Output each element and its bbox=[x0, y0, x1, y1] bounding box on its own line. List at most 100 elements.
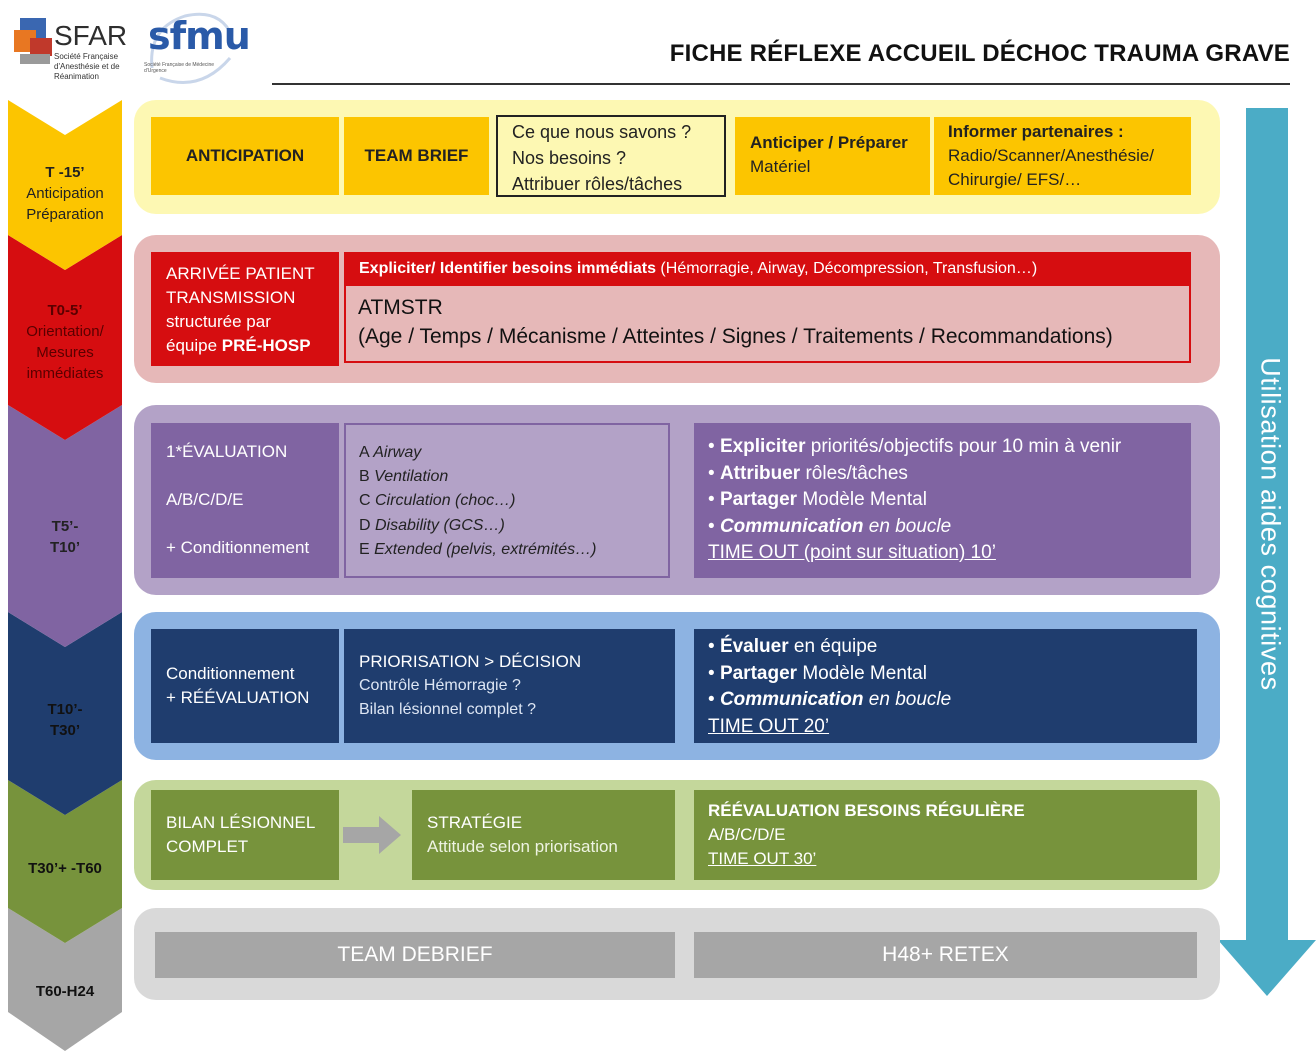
retex-box: H48+ RETEX bbox=[694, 932, 1197, 978]
abcde-a-text: Airway bbox=[373, 444, 422, 461]
conditioning-line-1: Conditionnement bbox=[166, 664, 295, 683]
abcde-c-text: Circulation (choc…) bbox=[375, 492, 516, 510]
team-eval-item-2-rest: Modèle Mental bbox=[797, 662, 927, 684]
phase-5-time: T30’+ -T60 bbox=[28, 860, 102, 877]
regular-reeval-title: RÉÉVALUATION BESOINS RÉGULIÈRE bbox=[708, 801, 1025, 820]
prepare-box: Anticiper / Préparer Matériel bbox=[735, 117, 930, 195]
priorities-item-3-rest: Modèle Mental bbox=[797, 489, 927, 510]
priorities-box: • Expliciter priorités/objectifs pour 10… bbox=[694, 423, 1191, 578]
atmstr-detail: (Age / Temps / Mécanisme / Atteintes / S… bbox=[358, 324, 1188, 350]
bilan-box: BILAN LÉSIONNEL COMPLET bbox=[151, 790, 339, 880]
priorities-item-2-bold: Attribuer bbox=[719, 462, 801, 484]
abcde-a: A Airway bbox=[359, 441, 668, 465]
priorities-item-4: • Communication en boucle bbox=[708, 515, 952, 537]
chevron-phase-1 bbox=[8, 100, 122, 270]
arrival-line-2: TRANSMISSION bbox=[166, 288, 296, 307]
phase-2-time: T0-5’ bbox=[47, 302, 83, 319]
team-eval-item-2: • Partager Modèle Mental bbox=[708, 662, 927, 684]
phase-3-time: T5’- bbox=[51, 518, 79, 535]
team-eval-box: • Évaluer en équipe • Partager Modèle Me… bbox=[694, 629, 1197, 743]
right-arrow-icon bbox=[343, 816, 401, 854]
sfmu-logo-swirl bbox=[150, 12, 234, 84]
phase-1-line2: Préparation bbox=[26, 206, 104, 223]
prioritization-box: PRIORISATION > DÉCISION Contrôle Hémorra… bbox=[344, 629, 675, 743]
priorities-item-2-rest: rôles/tâches bbox=[800, 462, 908, 484]
phase-5-label: T30’+ -T60 bbox=[6, 858, 124, 879]
priorities-item-4-rest: en boucle bbox=[863, 515, 952, 537]
anticipation-label: ANTICIPATION bbox=[185, 146, 305, 165]
arrival-line-3: structurée par bbox=[166, 312, 271, 331]
know-line-1: Ce que nous savons ? bbox=[512, 122, 692, 142]
team-eval-item-3-rest: en boucle bbox=[863, 689, 952, 710]
title-underline bbox=[272, 83, 1290, 85]
phase-4-label: T10’- T30’ bbox=[6, 699, 124, 741]
abcde-e-letter: E bbox=[359, 540, 375, 558]
abcde-d: D Disability (GCS…) bbox=[359, 514, 668, 538]
abcde-box: A Airway B Ventilation C Circulation (ch… bbox=[344, 423, 670, 578]
page-title: FICHE RÉFLEXE ACCUEIL DÉCHOC TRAUMA GRAV… bbox=[669, 40, 1290, 67]
spacer bbox=[166, 464, 339, 488]
abcde-c-letter: C bbox=[359, 492, 375, 510]
timeout-20: TIME OUT 20’ bbox=[708, 715, 830, 737]
evaluation-cond: + Conditionnement bbox=[166, 538, 310, 557]
needs-header: Expliciter/ Identifier besoins immédiats… bbox=[344, 252, 1191, 286]
chevron-phase-4 bbox=[8, 612, 122, 815]
chevron-phase-5 bbox=[8, 780, 122, 943]
phase-1-time: T -15’ bbox=[45, 164, 85, 181]
team-eval-item-3: • Communication en boucle bbox=[708, 689, 952, 710]
priorities-item-1-rest: priorités/objectifs pour 10 min à venir bbox=[805, 436, 1122, 457]
chevron-phase-2 bbox=[8, 235, 122, 440]
chevron-phase-3 bbox=[8, 405, 122, 647]
evaluation-title: 1*ÉVALUATION bbox=[166, 442, 288, 461]
sfmu-logo-name: sfmu bbox=[148, 14, 251, 58]
abcde-a-letter: A bbox=[359, 444, 374, 461]
evaluation-box: 1*ÉVALUATION A/B/C/D/E + Conditionnement bbox=[151, 423, 339, 578]
inform-title: Informer partenaires : bbox=[948, 122, 1124, 141]
abcde-c: C Circulation (choc…) bbox=[359, 489, 668, 513]
chevron-phase-6 bbox=[8, 908, 122, 1051]
team-brief-box: TEAM BRIEF bbox=[344, 117, 489, 195]
timeline-chevrons bbox=[8, 100, 122, 1051]
prioritization-line-1: Contrôle Hémorragie ? bbox=[359, 677, 521, 694]
arrival-line-4: équipe PRÉ-HOSP bbox=[166, 334, 339, 358]
what-we-know-box: Ce que nous savons ? Nos besoins ? Attri… bbox=[496, 115, 726, 197]
atmstr-title: ATMSTR bbox=[358, 296, 958, 320]
phase-4-time: T10’- bbox=[47, 701, 83, 718]
priorities-item-4-bold: Communication bbox=[719, 515, 864, 537]
needs-bold: Expliciter/ Identifier besoins immédiats bbox=[359, 260, 656, 277]
team-debrief-label: TEAM DEBRIEF bbox=[337, 943, 493, 966]
phase-3-line1: T10’ bbox=[49, 539, 80, 556]
abcde-b-letter: B bbox=[359, 468, 375, 486]
cognitive-aids-arrow bbox=[1218, 108, 1316, 996]
abcde-e-text: Extended (pelvis, extrémités…) bbox=[374, 540, 597, 558]
priorities-item-1-bold: Expliciter bbox=[719, 436, 806, 457]
spacer bbox=[166, 512, 339, 536]
phase-4-line1: T30’ bbox=[49, 722, 80, 739]
sfar-logo-icon bbox=[14, 18, 52, 64]
cognitive-aids-label: Utilisation aides cognitives bbox=[1255, 357, 1286, 691]
abcde-d-letter: D bbox=[359, 516, 375, 534]
abcde-b: B Ventilation bbox=[359, 465, 668, 489]
phase-1-label: T -15’ Anticipation Préparation bbox=[6, 162, 124, 225]
timeout-30: TIME OUT 30’ bbox=[708, 849, 817, 868]
team-brief-label: TEAM BRIEF bbox=[364, 146, 469, 165]
anticipation-box: ANTICIPATION bbox=[151, 117, 339, 195]
evaluation-abcde: A/B/C/D/E bbox=[166, 490, 244, 509]
bilan-line-2: COMPLET bbox=[166, 837, 249, 856]
phase-2-label: T0-5’ Orientation/ Mesures immédiates bbox=[6, 300, 124, 384]
strategy-box: STRATÉGIE Attitude selon priorisation bbox=[412, 790, 675, 880]
prioritization-line-2: Bilan lésionnel complet ? bbox=[359, 701, 536, 718]
regular-reeval-abcde: A/B/C/D/E bbox=[708, 825, 786, 844]
team-eval-item-2-bold: Partager bbox=[719, 662, 798, 684]
priorities-item-3: • Partager Modèle Mental bbox=[708, 489, 927, 510]
inform-line-2: Chirurgie/ EFS/… bbox=[948, 170, 1082, 189]
arrival-line-1: ARRIVÉE PATIENT bbox=[166, 264, 315, 283]
team-eval-item-1-bold: Évaluer bbox=[719, 636, 789, 657]
know-line-3: Attribuer rôles/tâches bbox=[512, 174, 683, 194]
priorities-item-2: • Attribuer rôles/tâches bbox=[708, 462, 908, 484]
sfar-logo-sub-1: Société Française bbox=[54, 52, 119, 61]
phase-2-line3: immédiates bbox=[26, 365, 104, 382]
needs-rest: (Hémorragie, Airway, Décompression, Tran… bbox=[655, 260, 1038, 277]
sfmu-logo: sfmu Société Française de Médecine d'Urg… bbox=[140, 8, 251, 90]
phase-1-line1: Anticipation bbox=[26, 185, 104, 202]
